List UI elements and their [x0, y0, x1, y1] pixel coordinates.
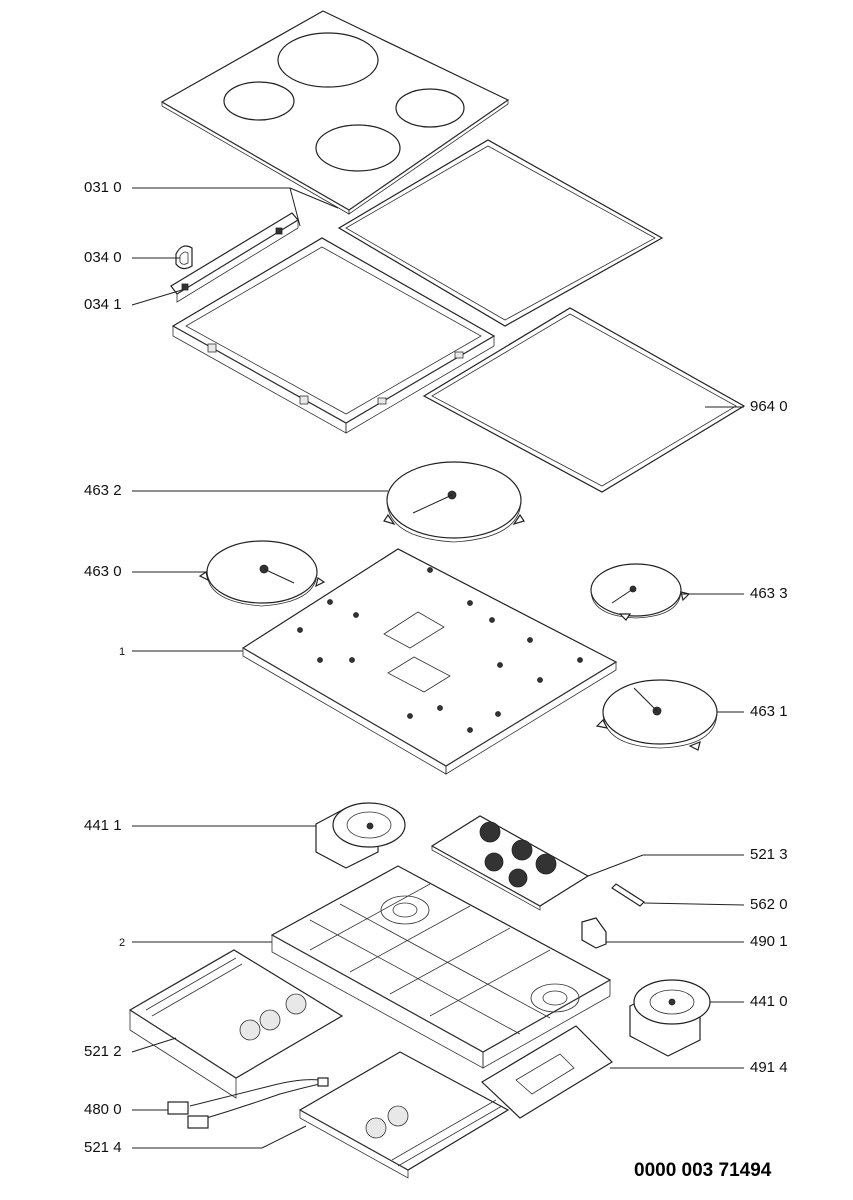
label-964-0: 964 0: [750, 398, 788, 415]
base-housing: [270, 865, 612, 1069]
label-491-4: 491 4: [750, 1059, 788, 1076]
induction-coil-463-3: [590, 563, 691, 621]
coil-support-plate: [241, 548, 618, 775]
label-031-0: 031 0: [84, 179, 122, 196]
induction-coil-463-0: [198, 540, 326, 607]
label-463-3: 463 3: [750, 585, 788, 602]
fuse-562-0: [611, 883, 645, 907]
label-562-0: 562 0: [750, 896, 788, 913]
label-441-0: 441 0: [750, 993, 788, 1010]
cooling-fan-441-0: [629, 979, 711, 1057]
top-seal-frame: [337, 139, 664, 327]
induction-coil-463-1: [595, 679, 718, 751]
label-521-2: 521 2: [84, 1043, 122, 1060]
label-2: 2: [119, 937, 126, 949]
label-034-0: 034 0: [84, 249, 122, 266]
label-521-3: 521 3: [750, 846, 788, 863]
gasket-964: [422, 307, 746, 493]
label-1: 1: [119, 646, 126, 658]
label-463-1: 463 1: [750, 703, 788, 720]
touch-board-491-4: [481, 1025, 613, 1119]
hob-frame: [171, 237, 496, 434]
label-463-0: 463 0: [84, 563, 122, 580]
clip-part: [175, 245, 193, 270]
control-board-521-2: [128, 949, 344, 1099]
leader-lines: [131, 187, 745, 1149]
label-521-4: 521 4: [84, 1139, 122, 1156]
holder-490-1: [581, 917, 607, 949]
label-441-1: 441 1: [84, 817, 122, 834]
label-490-1: 490 1: [750, 933, 788, 950]
induction-coil-463-2: [383, 461, 525, 543]
document-number: 0000 003 71494: [634, 1160, 772, 1181]
label-463-2: 463 2: [84, 482, 122, 499]
wiring-harness-480-0: [167, 1077, 329, 1129]
power-board-521-3: [430, 815, 590, 911]
cooling-fan-441-1: [315, 802, 406, 869]
generator-board-521-4: [298, 1051, 510, 1179]
label-034-1: 034 1: [84, 296, 122, 313]
label-480-0: 480 0: [84, 1101, 122, 1118]
ceramic-glass-top: [160, 10, 510, 215]
